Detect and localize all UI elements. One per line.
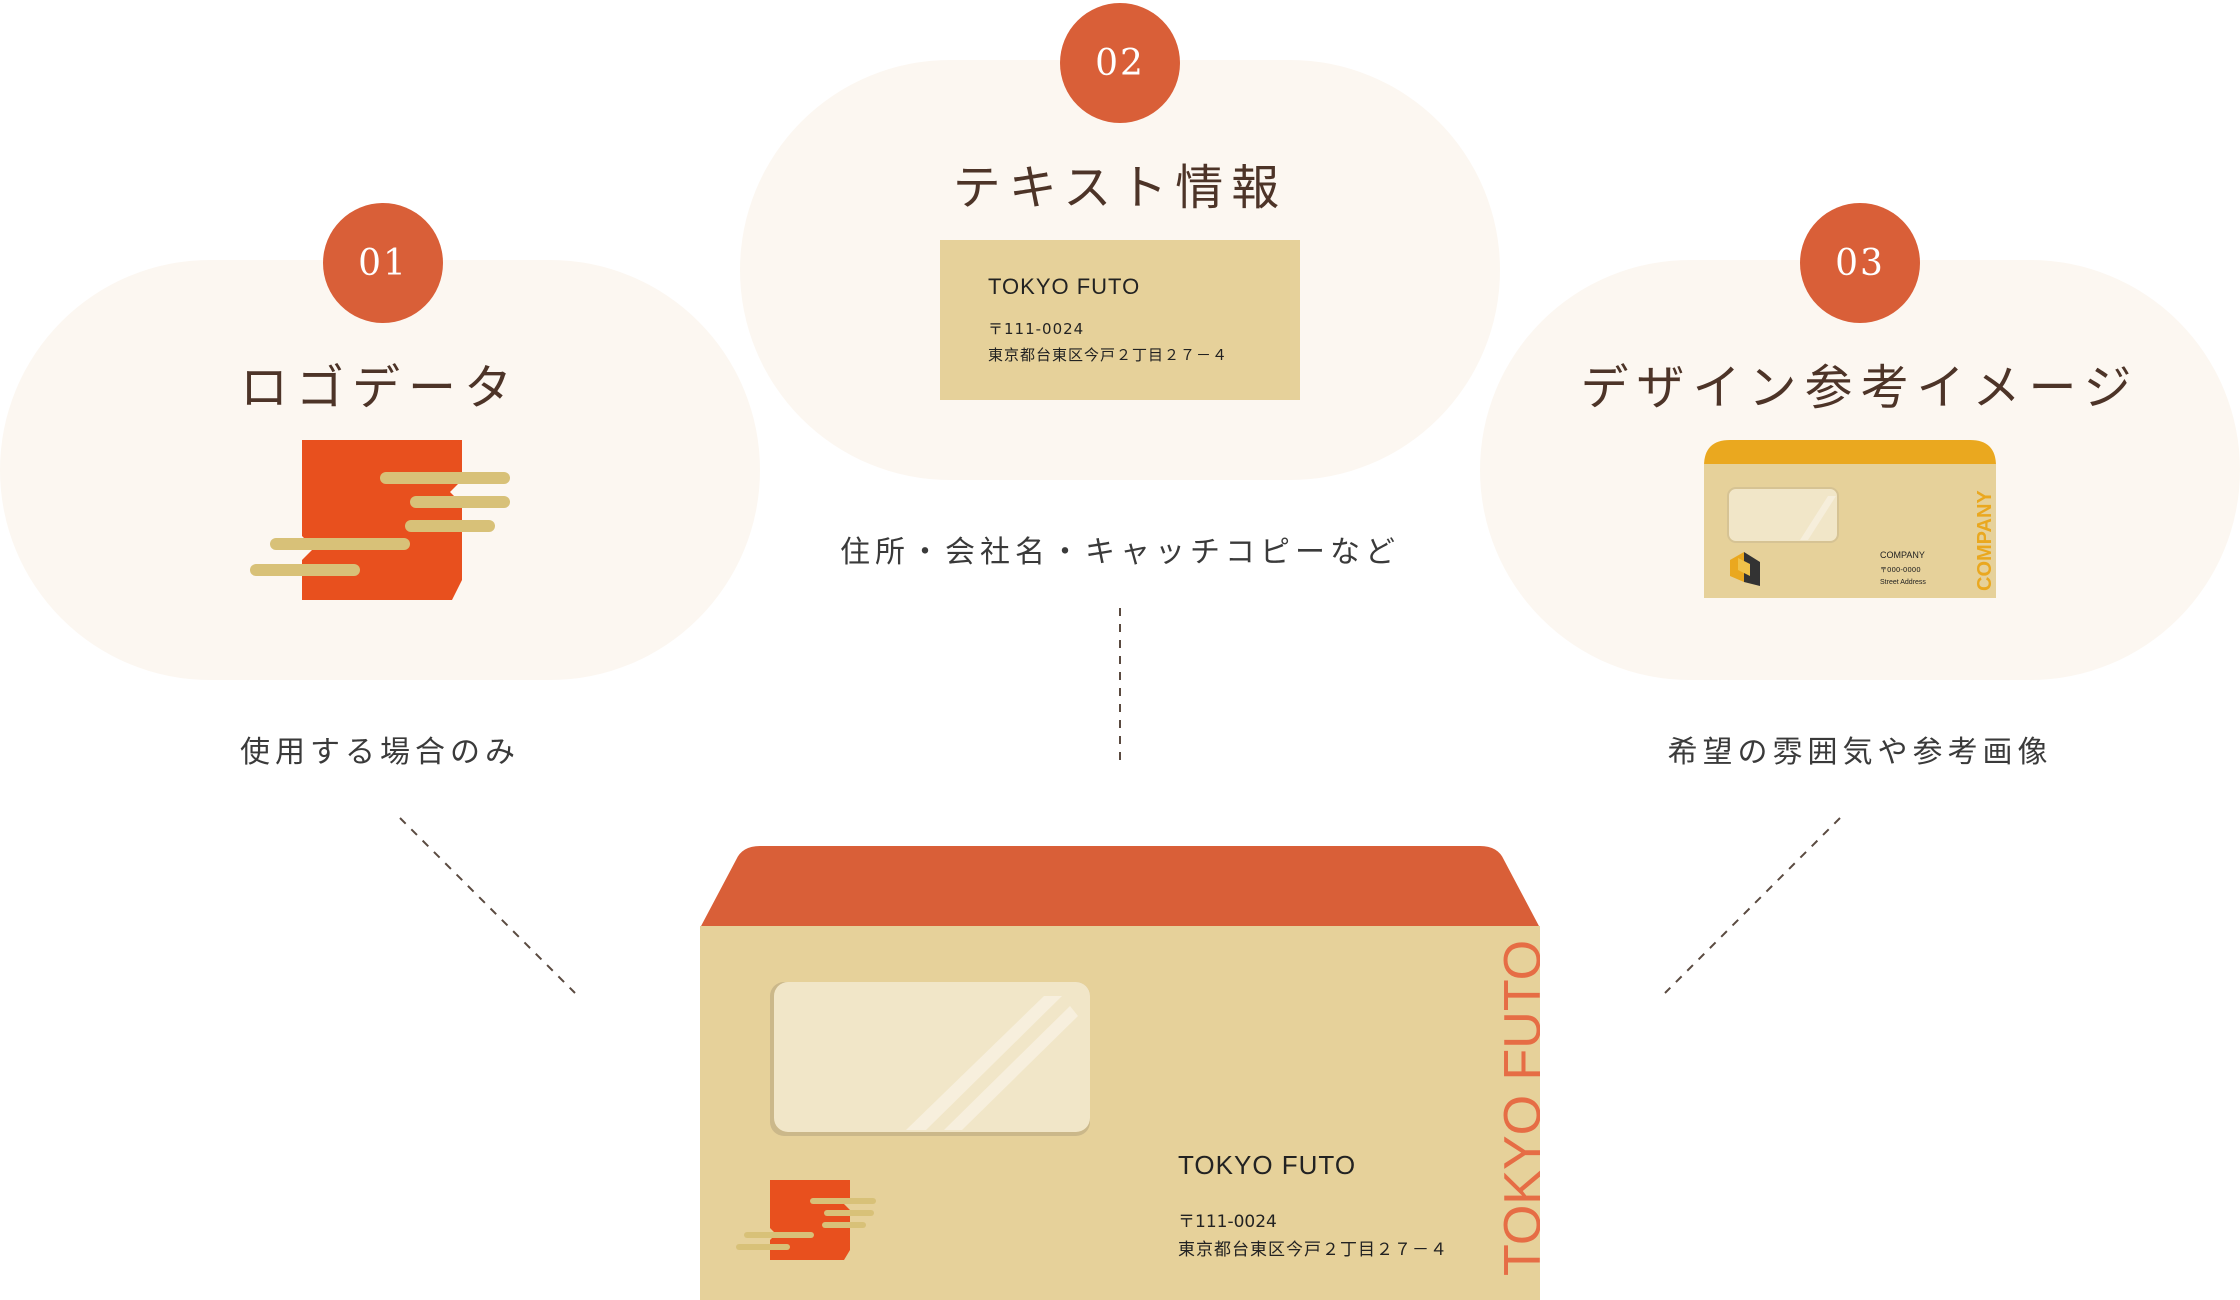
envelope-illustration: TOKYO FUTO: [700, 846, 1540, 1300]
sample-logo-icon: [1730, 552, 1760, 586]
sample-address: Street Address: [1880, 579, 1926, 586]
sample-vertical-text: COMPANY: [1974, 490, 1996, 591]
envelope-company-name: TOKYO FUTO: [1178, 1150, 1357, 1180]
step-2-title: テキスト情報: [952, 160, 1288, 216]
envelope-vertical-text: TOKYO FUTO: [1494, 940, 1540, 1276]
text-info-card: TOKYO FUTO 〒111-0024 東京都台東区今戸２丁目２７－４: [940, 240, 1300, 400]
step-1-number-badge: 01: [323, 203, 443, 323]
envelope-address: 東京都台東区今戸２丁目２７－４: [1178, 1240, 1448, 1260]
step-3-number-badge: 03: [1800, 203, 1920, 323]
sample-zip: 〒000-0000: [1880, 566, 1921, 574]
sample-company: COMPANY: [1880, 550, 1925, 560]
step-3-title: デザイン参考イメージ: [1580, 360, 2140, 416]
step-1-caption: 使用する場合のみ: [240, 735, 520, 770]
card-address: 東京都台東区今戸２丁目２７－４: [988, 346, 1229, 364]
step-3-caption: 希望の雰囲気や参考画像: [1667, 735, 2053, 770]
card-postal-code: 〒111-0024: [988, 320, 1085, 338]
envelope-logo-icon: [736, 1180, 876, 1260]
envelope-postal-code: 〒111-0024: [1178, 1212, 1277, 1232]
step-1-title: ロゴデータ: [239, 360, 520, 416]
logo-icon: [250, 440, 510, 600]
step-2-number-badge: 02: [1060, 3, 1180, 123]
design-reference-envelope-icon: COMPANY 〒000-0000 Street Address COMPANY: [1704, 440, 1996, 598]
step-2-caption: 住所・会社名・キャッチコピーなど: [840, 535, 1400, 570]
card-company-name: TOKYO FUTO: [988, 274, 1141, 299]
